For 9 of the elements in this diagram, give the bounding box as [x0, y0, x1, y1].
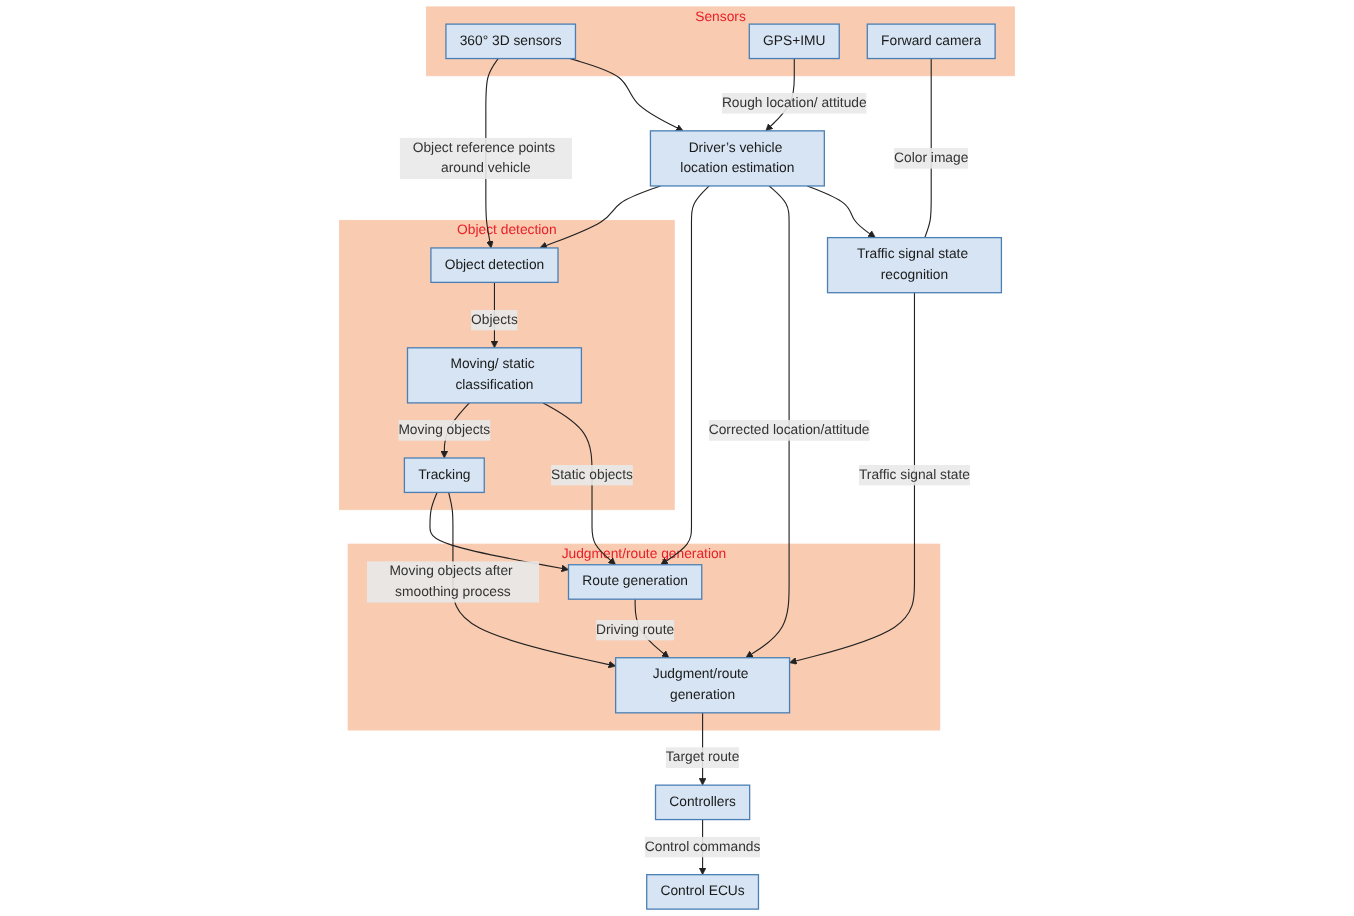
arrow [745, 185, 790, 659]
arrow [569, 58, 684, 132]
arrow [806, 185, 876, 238]
arrow [429, 491, 569, 573]
arrow [539, 185, 662, 250]
arrow [542, 402, 616, 566]
connector [924, 58, 932, 239]
arrow [789, 292, 915, 665]
arrow [660, 185, 710, 566]
